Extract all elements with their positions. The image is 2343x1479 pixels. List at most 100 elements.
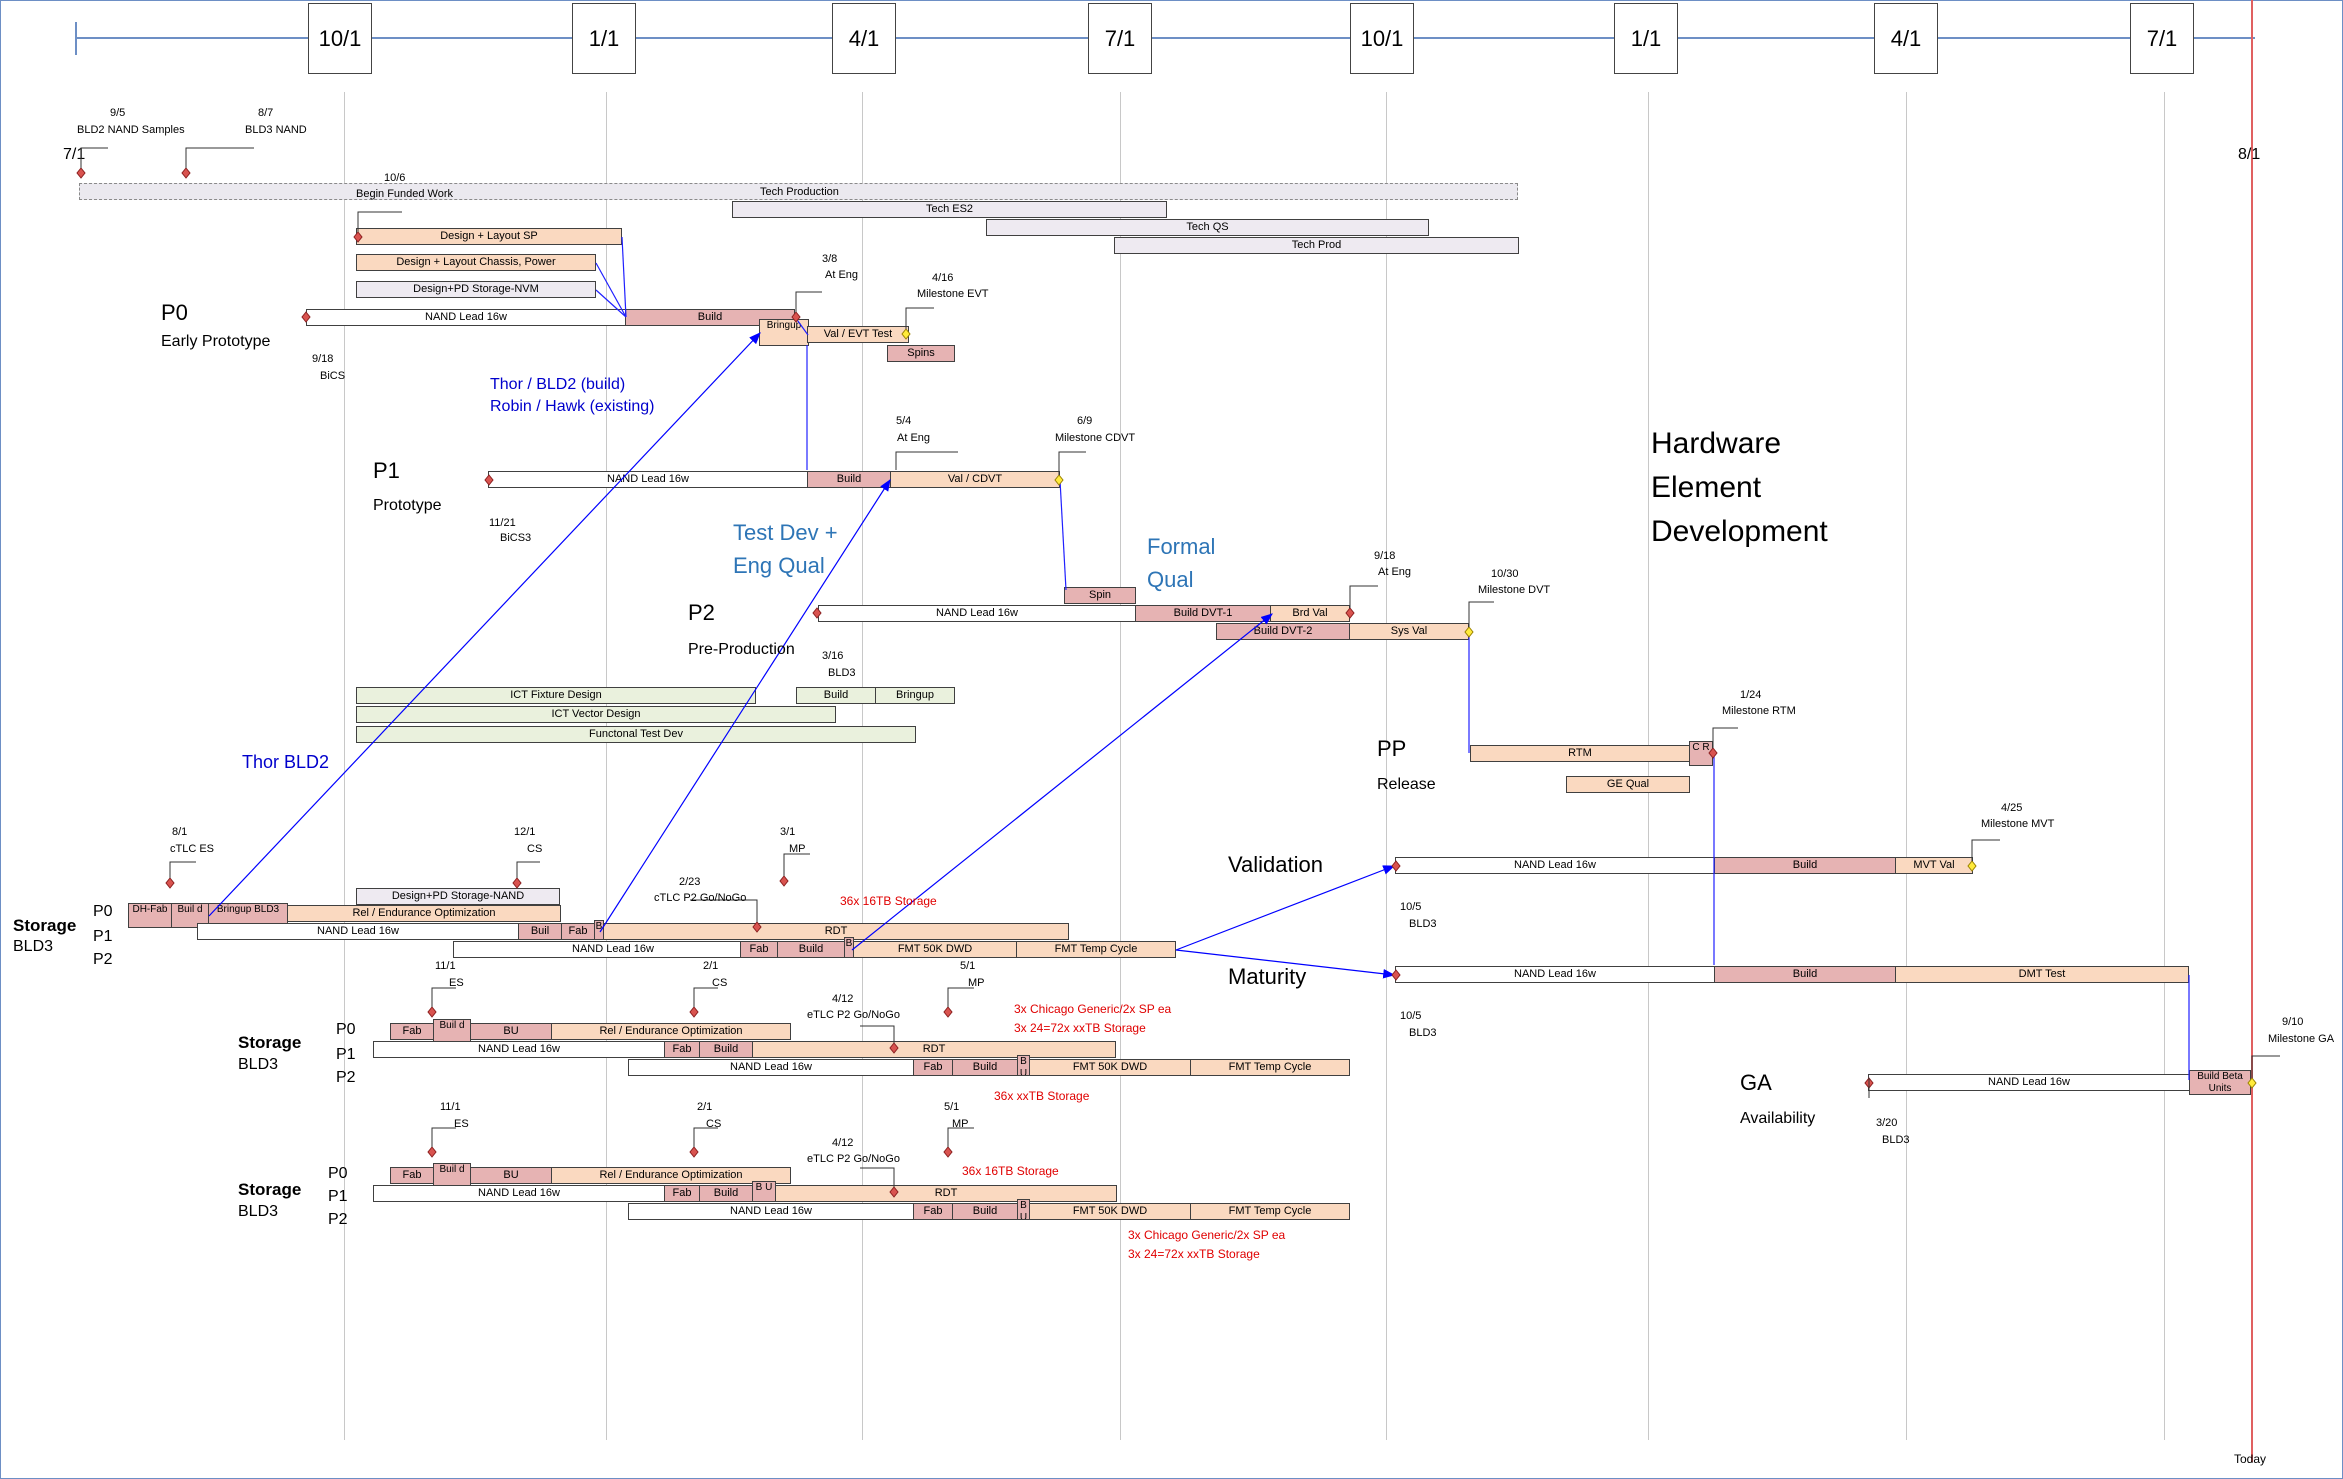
callout-leader (516, 861, 540, 878)
design-nand-bar: Design+PD Storage-NAND (356, 888, 560, 905)
today-label: Today (2234, 1452, 2267, 1466)
ms-mvt-label: Milestone MVT (1981, 818, 2055, 830)
ms-p0-evt-date: 4/16 (932, 272, 954, 284)
s1-p1-fab-bar: Fab (561, 923, 595, 940)
ms-p2-dvt-label: Milestone DVT (1478, 584, 1551, 596)
hw-title-line3: Development (1651, 515, 1828, 548)
ms-s3-go-date: 4/12 (832, 1137, 854, 1149)
milestone-diamond (301, 311, 311, 323)
thor-bld2-build-label: Thor / BLD2 (build) (490, 376, 626, 393)
storage-3-p2: P2 (328, 1211, 348, 1228)
tech-qs-bar: Tech QS (986, 219, 1429, 236)
p2-brd-val-bar: Brd Val (1270, 605, 1350, 622)
p2-spin-bar: Spin (1064, 587, 1136, 604)
funded-work-bar (79, 183, 1518, 200)
ms-s1-mp-label: MP (789, 843, 806, 855)
p1-desc: Prototype (373, 497, 442, 514)
p1-build-bar: Build (807, 471, 891, 488)
s3-bu-bar: BU (470, 1167, 552, 1184)
ms-ga-label: Milestone GA (2268, 1033, 2335, 1045)
milestone-diamond-cdvt (1054, 474, 1064, 486)
milestone-diamond (484, 474, 494, 486)
s1-dh-fab-bar: DH-Fab (128, 903, 172, 928)
ms-p2-ateng-label: At Eng (1378, 566, 1412, 578)
callout-leader (895, 451, 958, 470)
ms-p2-ateng-date: 9/18 (1374, 550, 1396, 562)
ms-s1-go-label: cTLC P2 Go/NoGo (654, 892, 747, 904)
functional-test-bar: Functonal Test Dev (356, 726, 916, 743)
ms-s1-mp-date: 3/1 (780, 826, 796, 838)
ms-bld2-date: 9/5 (110, 107, 126, 119)
milestone-diamond-ga (2247, 1077, 2257, 1089)
ms-p1-cdvt-date: 6/9 (1077, 415, 1093, 427)
milestone-diamond-mvt (1967, 860, 1977, 872)
callout-leader (693, 987, 718, 1007)
design-nvm-bar: Design+PD Storage-NVM (356, 281, 596, 298)
milestone-diamond (779, 875, 789, 887)
s2-p2-nand-bar: NAND Lead 16w (628, 1059, 914, 1076)
xxtb-note: 36x xxTB Storage (994, 1089, 1090, 1103)
s3-rel-bar: Rel / Endurance Optimization (551, 1167, 791, 1184)
ms-s1-es-label: cTLC ES (170, 843, 215, 855)
ict-fixture-bar: ICT Fixture Design (356, 687, 756, 704)
ms-p1-start-label: BiCS3 (500, 532, 532, 544)
pp-desc: Release (1377, 776, 1436, 793)
s3-build-small-bar: Buil d (433, 1163, 471, 1188)
s3-p1-rdt-bar: RDT (775, 1185, 1117, 1202)
ms-p1-ateng-label: At Eng (897, 432, 931, 444)
milestone-diamond (353, 231, 363, 243)
quarter-header-7: 4/1 (1874, 3, 1938, 74)
robin-hawk-label: Robin / Hawk (existing) (490, 398, 655, 415)
s1-p2-fmt-dwd-bar: FMT 50K DWD (853, 941, 1017, 958)
p1-nand-bar: NAND Lead 16w (488, 471, 808, 488)
tech-production-label: Tech Production (760, 186, 839, 198)
p2-name: P2 (688, 600, 715, 625)
ms-p0-evt-label: Milestone EVT (917, 288, 989, 300)
ms-s3-es-label: ES (454, 1118, 469, 1130)
s3-p2-nand-bar: NAND Lead 16w (628, 1203, 914, 1220)
ms-rtm-label: Milestone RTM (1722, 705, 1796, 717)
ms-p0-ateng-date: 3/8 (822, 253, 838, 265)
storage-1-sub: BLD3 (13, 938, 54, 955)
ms-s3-go-label: eTLC P2 Go/NoGo (807, 1153, 900, 1165)
milestone-diamond (889, 1186, 899, 1198)
test-dev-arrow (599, 478, 891, 933)
ms-s2-go-date: 4/12 (832, 993, 854, 1005)
thor-bld2-arrow (208, 332, 761, 917)
callout-leader (1971, 839, 2000, 861)
quarter-header-4: 7/1 (1088, 3, 1152, 74)
hw-title-line1: Hardware (1651, 427, 1782, 460)
storage-2-p1: P1 (336, 1046, 356, 1063)
milestone-diamond (427, 1146, 437, 1158)
storage-1-p1: P1 (93, 928, 113, 945)
ms-val-label: BLD3 (1409, 918, 1437, 930)
design-chassis-connector (595, 262, 627, 318)
formal-qual-line2: Qual (1147, 567, 1194, 592)
ms-ga-date: 9/10 (2282, 1016, 2304, 1028)
callout-leader (1058, 451, 1086, 475)
ms-s1-cs-label: CS (527, 843, 543, 855)
s2-p2-fmt-temp-bar: FMT Temp Cycle (1190, 1059, 1350, 1076)
tech-prod-bar: Tech Prod (1114, 237, 1519, 254)
mvt-val-bar: MVT Val (1895, 857, 1973, 874)
s1-p1-build-bar: Buil (518, 923, 562, 940)
ga-name: GA (1740, 1070, 1772, 1095)
ms-s2-cs-date: 2/1 (703, 960, 719, 972)
val-nand-bar: NAND Lead 16w (1395, 857, 1715, 874)
quarter-header-3: 4/1 (832, 3, 896, 74)
ms-p0-start-date: 9/18 (312, 353, 334, 365)
callout-leader (947, 987, 974, 1007)
ms-mat-label: BLD3 (1409, 1027, 1437, 1039)
p2-build-dvt1-bar: Build DVT-1 (1135, 605, 1271, 622)
p0-spins-bar: Spins (887, 345, 955, 362)
ms-bld3-label: BLD3 NAND (245, 124, 307, 136)
hw-title-line2: Element (1651, 471, 1762, 504)
start-date-label: 7/1 (63, 146, 86, 163)
ms-mvt-date: 4/25 (2001, 802, 2023, 814)
callout-leader (185, 147, 254, 168)
ms-s3-cs-label: CS (706, 1118, 722, 1130)
milestone-diamond (812, 607, 822, 619)
gridline (1906, 92, 1907, 1440)
ms-p2-start-label: BLD3 (828, 667, 856, 679)
s3-fab-bar: Fab (390, 1167, 434, 1184)
